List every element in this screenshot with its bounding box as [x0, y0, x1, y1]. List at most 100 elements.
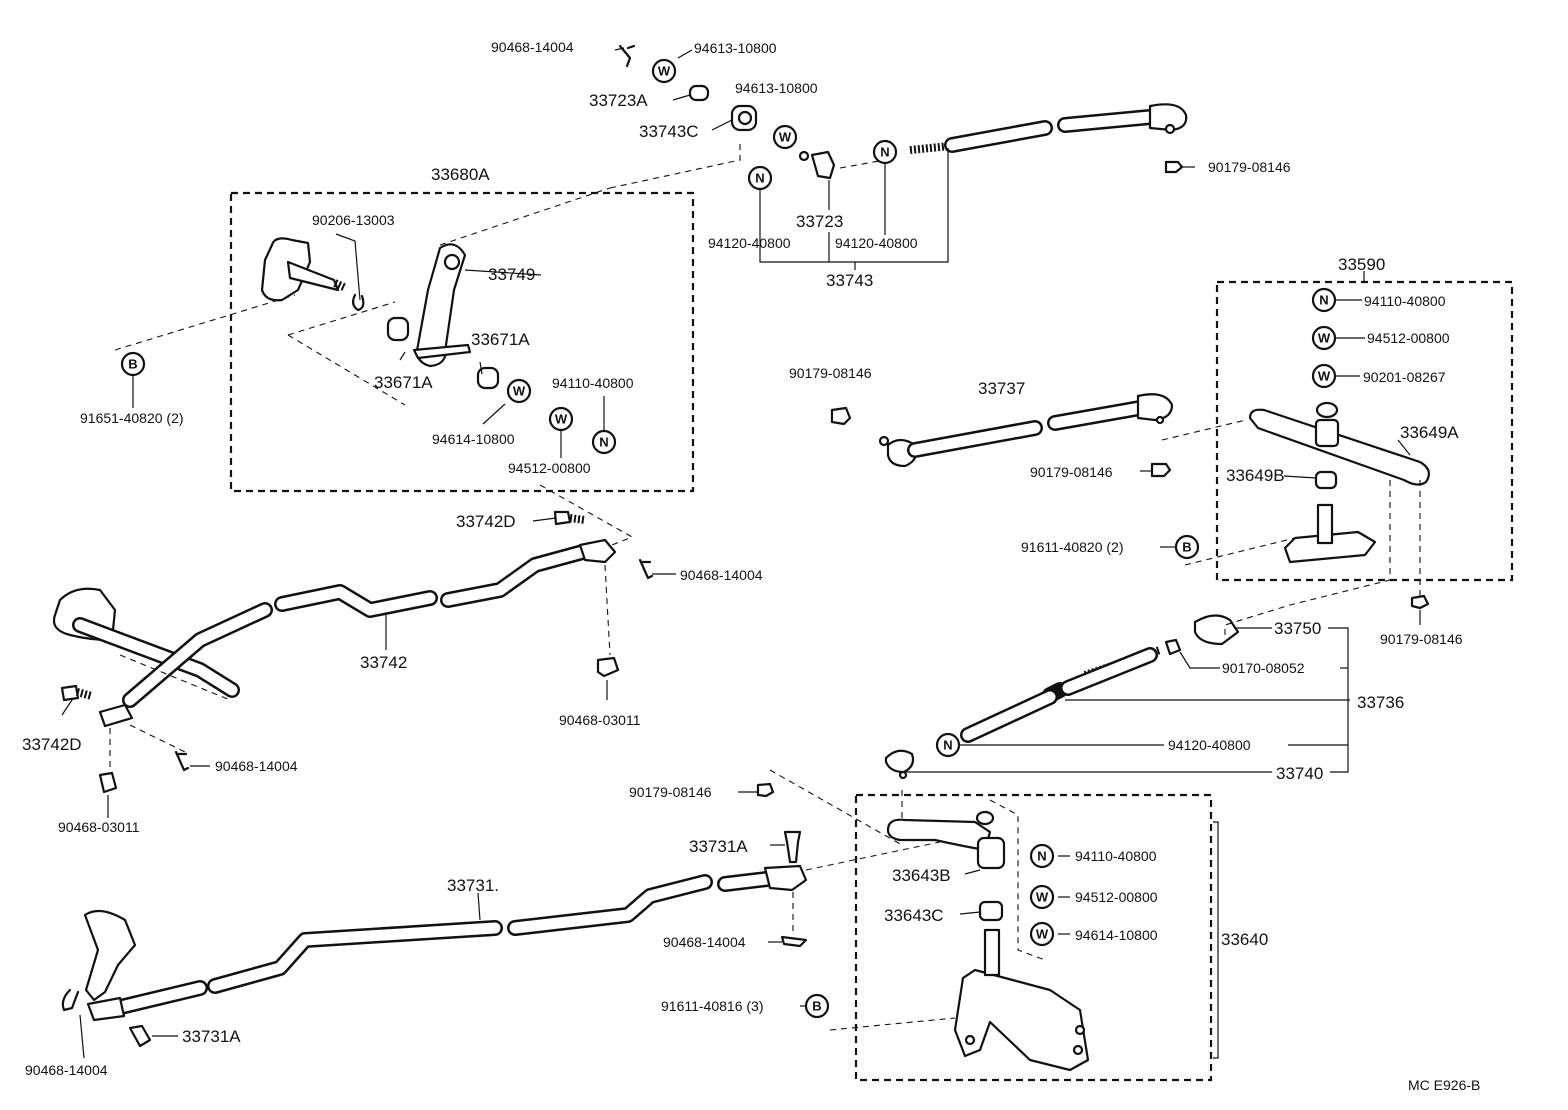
joint-33723: [798, 150, 836, 180]
svg-text:N: N: [943, 738, 952, 753]
label-91651-40820: 91651-40820 (2): [80, 410, 184, 426]
label-33742D-a: 33742D: [456, 512, 516, 531]
label-94614-10800-b: 94614-10800: [1075, 927, 1158, 943]
washer-symbol-7: W: [1029, 884, 1055, 910]
svg-text:B: B: [128, 357, 137, 372]
group-box-33680A: [229, 191, 695, 493]
svg-text:W: W: [1036, 927, 1049, 942]
label-90179-08146-e: 90179-08146: [629, 784, 712, 800]
svg-text:W: W: [513, 384, 526, 399]
label-33743C: 33743C: [639, 122, 699, 141]
label-94512-00800-b: 94512-00800: [1367, 330, 1450, 346]
label-90468-14004-a: 90468-14004: [491, 39, 574, 55]
svg-text:W: W: [658, 64, 671, 79]
svg-text:W: W: [779, 130, 792, 145]
label-90468-14004-c: 90468-14004: [215, 758, 298, 774]
rod-33742: [52, 538, 617, 728]
label-91611-40820: 91611-40820 (2): [1021, 539, 1123, 555]
label-33742D-b: 33742D: [22, 735, 82, 754]
label-90179-08146-b: 90179-08146: [789, 365, 872, 381]
svg-text:W: W: [1318, 369, 1331, 384]
label-33740: 33740: [1276, 764, 1323, 783]
pin-90468-14004-low: [780, 935, 808, 948]
bolt-33742D-b: [60, 684, 94, 702]
nut-90179-08146-mid: [830, 406, 852, 426]
label-94120-40800-a: 94120-40800: [708, 235, 791, 251]
label-90468-03011-a: 90468-03011: [559, 712, 641, 728]
washer-symbol-6: W: [1311, 363, 1337, 389]
nut-90179-08146-top: [1164, 160, 1184, 174]
label-33680A: 33680A: [431, 165, 490, 184]
label-90179-08146-a: 90179-08146: [1208, 159, 1291, 175]
bracket-33640: [953, 928, 1090, 1072]
svg-text:N: N: [1319, 293, 1328, 308]
label-33742: 33742: [360, 653, 407, 672]
bushing-33649B: [1314, 470, 1338, 490]
bracket-shaft: [260, 237, 348, 302]
nut-symbol-1: N: [747, 165, 773, 191]
svg-text:N: N: [1037, 849, 1046, 864]
label-94120-40800-b: 94120-40800: [835, 235, 918, 251]
label-33649A: 33649A: [1400, 423, 1459, 442]
label-90179-08146-d: 90179-08146: [1380, 631, 1463, 647]
pin-90468-14004-left: [174, 750, 190, 772]
label-33731A-a: 33731A: [689, 837, 748, 856]
nut-symbol-6: N: [1029, 843, 1055, 869]
label-90468-14004-b: 90468-14004: [680, 567, 763, 583]
label-33643B: 33643B: [892, 866, 951, 885]
bushing-33723A: [688, 84, 710, 102]
label-33671A-a: 33671A: [471, 330, 530, 349]
svg-text:B: B: [812, 999, 821, 1014]
washer-symbol-2: W: [772, 124, 798, 150]
label-94613-10800-a: 94613-10800: [694, 40, 777, 56]
label-33649B: 33649B: [1226, 466, 1285, 485]
label-90170-08052: 90170-08052: [1222, 660, 1305, 676]
pin-90468-14004-far: [61, 988, 80, 1012]
label-33643C: 33643C: [884, 906, 944, 925]
label-90468-14004-d: 90468-14004: [663, 934, 746, 950]
label-33671A-b: 33671A: [374, 373, 433, 392]
nut-symbol-4: N: [1311, 287, 1337, 313]
svg-text:W: W: [1036, 890, 1049, 905]
bushing-33671A-b: [476, 366, 500, 390]
pin-90468-14004-mid: [638, 558, 654, 580]
svg-text:B: B: [1182, 540, 1191, 555]
label-90468-14004-e: 90468-14004: [25, 1062, 108, 1078]
bolt-symbol-3: B: [804, 993, 830, 1019]
washer-symbol-5: W: [1311, 325, 1337, 351]
nut-90179-08146-rodend: [1150, 462, 1172, 478]
label-33731A-b: 33731A: [182, 1027, 241, 1046]
label-94512-00800-a: 94512-00800: [508, 460, 591, 476]
label-90206-13003: 90206-13003: [312, 212, 395, 228]
label-90468-03011-b: 90468-03011: [58, 819, 140, 835]
label-33737: 33737: [978, 379, 1025, 398]
svg-text:N: N: [880, 145, 889, 160]
label-33640: 33640: [1221, 930, 1268, 949]
nut-90179-08146-right: [1410, 594, 1430, 610]
label-94613-10800-b: 94613-10800: [735, 80, 818, 96]
svg-text:W: W: [1318, 331, 1331, 346]
svg-text:N: N: [599, 435, 608, 450]
lever-33749: [412, 243, 472, 368]
nut-symbol-5: N: [935, 732, 961, 758]
washer-symbol-4: W: [548, 406, 574, 432]
clip-90468-03011-a: [596, 656, 620, 678]
svg-text:W: W: [555, 412, 568, 427]
label-33723A: 33723A: [589, 91, 648, 110]
lever-33643B: [886, 810, 1006, 870]
svg-text:N: N: [755, 171, 764, 186]
leader-lines: [61, 47, 1421, 1059]
clip-90468-03011-b: [98, 771, 118, 794]
rod-33736: [884, 614, 1240, 780]
bolt-symbol-2: B: [1174, 534, 1200, 560]
label-33731: 33731.: [447, 876, 499, 895]
label-94512-00800-c: 94512-00800: [1075, 889, 1158, 905]
washer-symbol-3: W: [506, 378, 532, 404]
label-33590: 33590: [1338, 255, 1385, 274]
label-33723: 33723: [796, 212, 843, 231]
rod-33731: [83, 864, 808, 1022]
lever-33649A: [1248, 401, 1431, 486]
nut-90179-08146-low: [756, 782, 775, 798]
nut-symbol-3: N: [591, 429, 617, 455]
